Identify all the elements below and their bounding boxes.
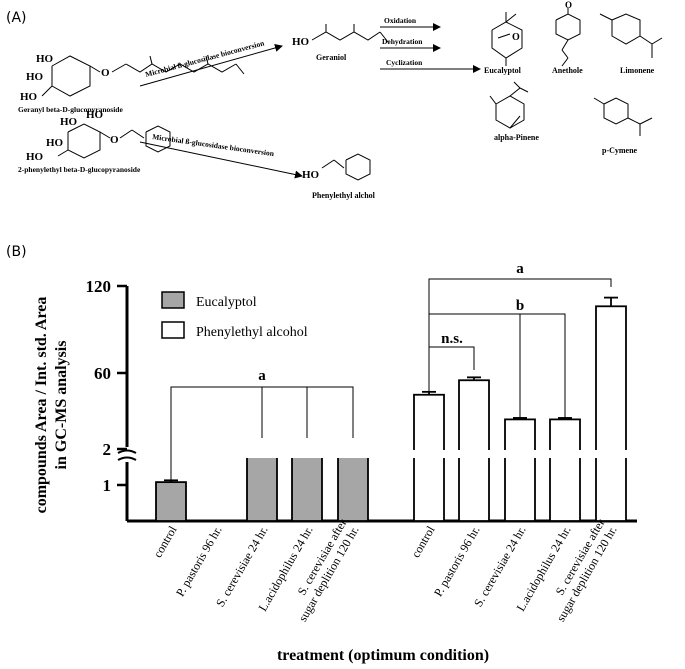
panel-a-label: (A) <box>6 10 27 26</box>
bioconversion-arrow-1 <box>139 44 283 87</box>
atom-ho-3: HO <box>20 91 38 103</box>
significance-bracket <box>170 386 354 482</box>
x-tick-label-line: P. pastoris 96 hr. <box>173 524 225 599</box>
dehydration-label: Dehydration <box>382 37 423 46</box>
phenylethyl-glucoside-structure <box>57 123 171 159</box>
bioconversion-label-1: Microbial ß-glucosidase bioconversion <box>144 38 266 79</box>
atom-ho-6: HO <box>46 137 64 149</box>
atom-ho-1: HO <box>36 53 54 65</box>
bar-break-gap <box>291 450 323 458</box>
atom-ho-2: HO <box>26 71 44 83</box>
limonene-structure <box>599 13 663 58</box>
bar-break-gap <box>413 450 445 458</box>
bar-break-gap <box>458 450 490 458</box>
legend-swatch-phenylethyl-alcohol <box>161 321 185 339</box>
axis-break-mark <box>117 456 137 461</box>
reaction-scheme: (A) HO HO HO O Geranyl beta-D-glucopyran… <box>6 0 663 200</box>
phenylethyl-glucoside-label: 2-phenylethyl beta-D-glucopyranoside <box>18 165 141 174</box>
alpha-pinene-structure <box>489 81 529 129</box>
geranyl-glucoside-label: Geranyl beta-D-glucopyranoside <box>18 105 123 114</box>
atom-ho-7: HO <box>26 151 44 163</box>
x-tick-label-line: P. pastoris 96 hr. <box>431 524 483 599</box>
legend-label-phenylethyl-alcohol: Phenylethyl alcohol <box>196 325 308 340</box>
phenylethyl-alcohol-structure <box>321 153 371 181</box>
bar-phenylethyl-alcohol <box>549 418 581 522</box>
x-tick-label-eucalyptol: P. pastoris 96 hr. <box>173 524 225 599</box>
bar-chart: compounds Area / Int. std. Area in GC-MS… <box>33 261 637 664</box>
y-tick-label: 2 <box>103 440 112 459</box>
cyclization-label: Cyclization <box>386 58 423 67</box>
bar-phenylethyl-alcohol <box>595 305 627 522</box>
eucalyptol-structure <box>491 12 523 66</box>
axis-break-mark <box>117 449 137 454</box>
atom-o-2: O <box>110 134 119 146</box>
y-tick-label: 60 <box>94 364 111 383</box>
bar-eucalyptol <box>291 455 323 522</box>
bar-eucalyptol <box>337 455 369 522</box>
x-tick-label-eucalyptol: control <box>150 523 179 560</box>
bar-break-gap <box>549 450 581 458</box>
p-cymene-structure <box>593 97 653 136</box>
y-axis-label-line2: in GC-MS analysis <box>53 341 70 470</box>
phenylethyl-alcohol-label: Phenylethyl alchol <box>312 191 376 200</box>
bar-break-gap <box>246 450 278 458</box>
significance-label: a <box>516 261 524 277</box>
y-tick-label: 120 <box>86 277 112 296</box>
atom-o-eucalyptol: O <box>512 32 520 43</box>
bioconversion-arrow-2 <box>139 141 303 179</box>
bar-phenylethyl-alcohol <box>504 418 536 522</box>
significance-bracket <box>428 313 566 420</box>
geranyl-glucoside-structure <box>41 55 245 97</box>
alpha-pinene-label: alpha-Pinene <box>494 133 539 142</box>
atom-o-1: O <box>101 67 110 79</box>
bar-eucalyptol <box>246 455 278 522</box>
significance-label: a <box>258 368 266 384</box>
x-tick-label-line: control <box>150 523 179 560</box>
atom-ho-5: HO <box>86 109 104 121</box>
limonene-label: Limonene <box>620 66 655 75</box>
bar-break-gap <box>504 450 536 458</box>
atom-ho-4: HO <box>60 116 78 128</box>
x-tick-label-line: control <box>408 523 437 560</box>
x-tick-label-phenylethyl: control <box>408 523 437 560</box>
legend-label-eucalyptol: Eucalyptol <box>196 295 257 310</box>
atom-ho-geraniol: HO <box>292 36 310 48</box>
anethole-label: Anethole <box>552 66 583 75</box>
oxidation-label: Oxidation <box>384 16 417 25</box>
significance-label: b <box>516 298 524 314</box>
panel-b-label: (B) <box>6 244 27 260</box>
y-tick-label: 1 <box>103 476 112 495</box>
y-axis-label-line1: compounds Area / Int. std. Area <box>33 297 50 514</box>
x-axis-label: treatment (optimum condition) <box>277 647 489 664</box>
x-tick-label-phenylethyl: P. pastoris 96 hr. <box>431 524 483 599</box>
atom-ho-alcohol: HO <box>302 169 320 181</box>
legend-swatch-eucalyptol <box>161 291 185 309</box>
bar-break-gap <box>337 450 369 458</box>
p-cymene-label: p-Cymene <box>602 146 638 155</box>
bar-eucalyptol <box>155 481 187 522</box>
geraniol-structure <box>311 24 389 43</box>
atom-o-anethole: O <box>565 0 572 10</box>
significance-label: n.s. <box>441 331 463 347</box>
bar-break-gap <box>595 450 627 458</box>
anethole-structure <box>555 8 581 67</box>
eucalyptol-label: Eucalyptol <box>484 66 522 75</box>
geraniol-label: Geraniol <box>316 53 347 62</box>
